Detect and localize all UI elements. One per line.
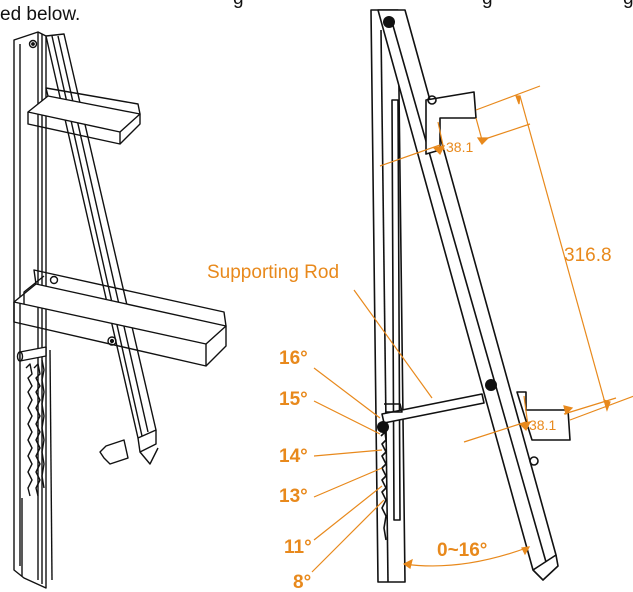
angle-stop-label: 8°: [293, 572, 311, 592]
caption-fragment: ed below.: [0, 4, 81, 25]
caption-clipped-letter: g: [233, 0, 244, 10]
dimension-lines: [311, 85, 633, 573]
right-bracket-elevation: [370, 9, 571, 583]
caption-clipped-letter: g: [623, 0, 633, 10]
dimension-offset-top-label: 38.1: [446, 139, 473, 155]
bolt-icon: [383, 16, 395, 28]
angle-stop-label: 11°: [284, 537, 312, 558]
dimension-span-label: 316.8: [564, 245, 612, 266]
bolt-icon: [377, 421, 389, 433]
supporting-rod-label: Supporting Rod: [207, 262, 339, 283]
angle-range-label: 0~16°: [437, 540, 487, 561]
angle-stop-label: 13°: [279, 486, 308, 507]
angle-stop-label: 14°: [279, 446, 308, 467]
bolt-heads: [377, 16, 497, 433]
angle-stop-label: 16°: [279, 348, 308, 369]
caption-clipped-letter: g: [482, 0, 493, 10]
left-bracket-perspective: [13, 31, 227, 589]
angle-stop-label: 15°: [279, 389, 308, 410]
dimension-offset-bottom-label: 38.1: [529, 417, 556, 433]
bolt-icon: [485, 379, 497, 391]
